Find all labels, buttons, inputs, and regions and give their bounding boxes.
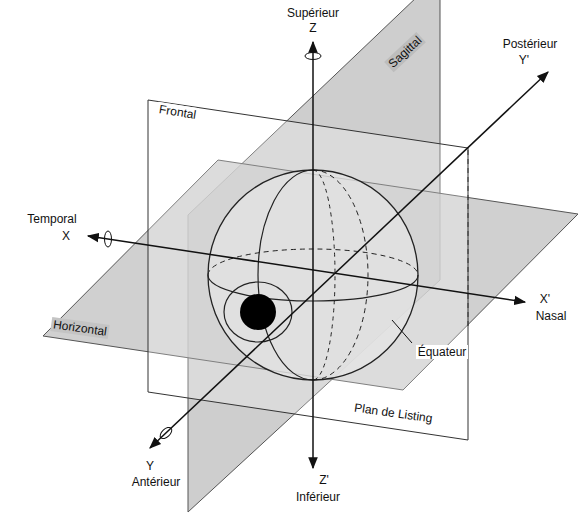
axis-label: Y'	[517, 53, 531, 67]
axis-label: Équateur	[416, 345, 469, 359]
y-axis	[150, 72, 548, 448]
x-axis	[88, 236, 525, 302]
axis-label: Supérieur	[285, 6, 341, 20]
axis-label: Nasal	[534, 309, 569, 323]
axis-label: Temporal	[25, 212, 78, 226]
axis-label: Antérieur	[130, 475, 183, 489]
axis-label: X	[60, 229, 72, 243]
meridian-back-2	[313, 170, 335, 380]
y-rotation-symbol	[158, 425, 174, 440]
axis-label: Y	[144, 459, 156, 473]
axis-label: X'	[538, 292, 552, 306]
axis-label: Inférieur	[294, 490, 342, 504]
equator-leader	[392, 320, 412, 343]
axis-label: Postérieur	[501, 37, 560, 51]
meridian-front	[258, 170, 313, 380]
frontal-plane	[148, 100, 468, 440]
z-rotation-symbol	[305, 53, 321, 60]
axis-label: Z	[307, 21, 318, 35]
meridian-back	[313, 170, 368, 380]
x-rotation-symbol	[105, 231, 112, 247]
axis-label: Z'	[317, 473, 331, 487]
horizontal-plane	[43, 160, 578, 390]
z-axis	[312, 42, 314, 468]
frontal-hidden-edge	[468, 150, 469, 330]
sagittal-plane	[188, 0, 440, 512]
pupil	[240, 294, 276, 330]
iris	[224, 282, 292, 342]
